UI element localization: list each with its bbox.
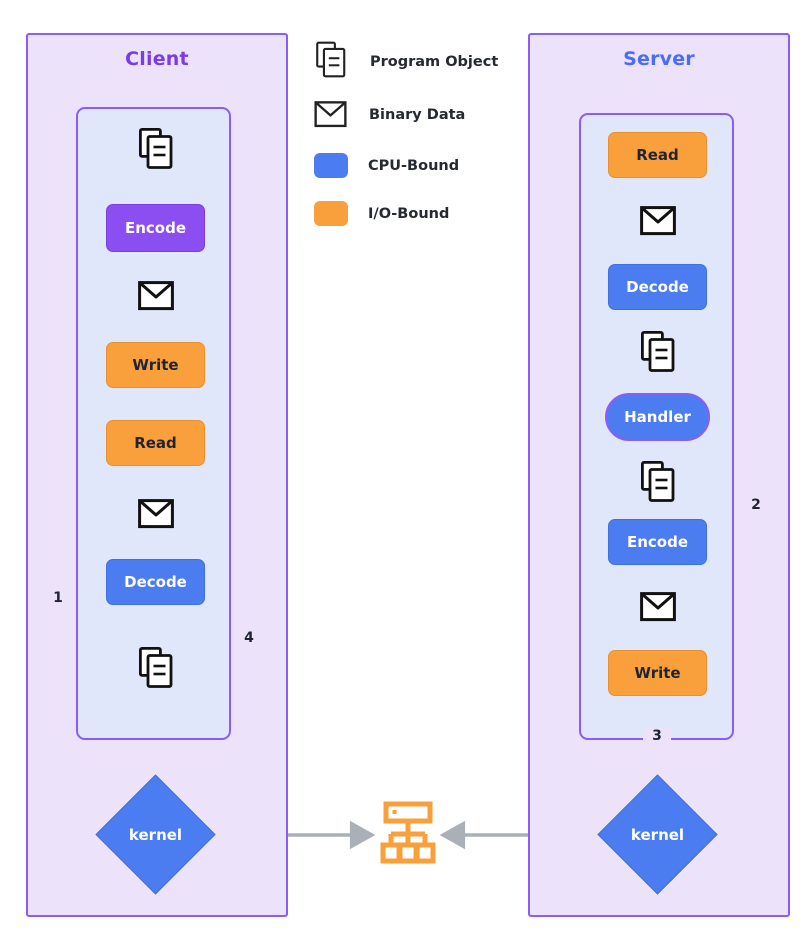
client-write-node[interactable]: Write <box>106 342 205 388</box>
server-write-node[interactable]: Write <box>608 650 707 696</box>
legend-label-program-object: Program Object <box>370 54 499 70</box>
client-kernel-node[interactable]: kernel <box>95 774 216 895</box>
binary-data-icon <box>640 591 676 627</box>
client-decode-label: Decode <box>124 573 187 591</box>
client-write-label: Write <box>132 356 179 374</box>
path-label-2: 2 <box>742 497 770 513</box>
client-title: Client <box>125 48 189 70</box>
cpu-bound-swatch <box>314 153 348 178</box>
legend-item-cpu-bound: CPU-Bound <box>314 153 459 178</box>
client-read-node[interactable]: Read <box>106 420 205 466</box>
server-read-node[interactable]: Read <box>608 132 707 178</box>
client-encode-label: Encode <box>124 219 187 237</box>
program-object-icon <box>138 127 173 174</box>
binary-data-icon <box>138 280 174 316</box>
server-handler-label: Handler <box>624 408 691 426</box>
client-encode-node[interactable]: Encode <box>106 204 205 252</box>
path-label-4: 4 <box>235 630 263 646</box>
sitemap-icon <box>378 800 438 874</box>
server-kernel-node[interactable]: kernel <box>597 774 718 895</box>
server-handler-node[interactable]: Handler <box>605 393 710 441</box>
server-title: Server <box>623 48 695 70</box>
server-kernel-label: kernel <box>630 825 685 844</box>
legend-item-program-object: Program Object <box>316 41 498 83</box>
server-encode-node[interactable]: Encode <box>608 519 707 565</box>
legend-label-cpu-bound: CPU-Bound <box>368 157 460 174</box>
legend-label-io-bound: I/O-Bound <box>368 205 450 222</box>
legend-item-io-bound: I/O-Bound <box>314 201 449 226</box>
io-bound-swatch <box>314 201 348 226</box>
program-object-icon <box>316 41 350 83</box>
client-decode-node[interactable]: Decode <box>106 559 205 605</box>
legend-label-binary-data: Binary Data <box>369 107 466 123</box>
binary-data-icon <box>314 100 348 130</box>
path-label-3: 3 <box>643 728 671 744</box>
client-kernel-label: kernel <box>128 825 183 844</box>
program-object-icon <box>138 646 173 693</box>
server-decode-node[interactable]: Decode <box>608 264 707 310</box>
server-encode-label: Encode <box>626 533 689 551</box>
legend-item-binary-data: Binary Data <box>314 100 465 130</box>
client-read-label: Read <box>134 434 177 452</box>
path-label-1: 1 <box>44 590 72 606</box>
server-decode-label: Decode <box>626 278 689 296</box>
program-object-icon <box>640 330 675 377</box>
server-write-label: Write <box>634 664 681 682</box>
program-object-icon <box>640 460 675 507</box>
server-read-label: Read <box>636 146 679 164</box>
binary-data-icon <box>640 205 676 241</box>
binary-data-icon <box>138 498 174 534</box>
